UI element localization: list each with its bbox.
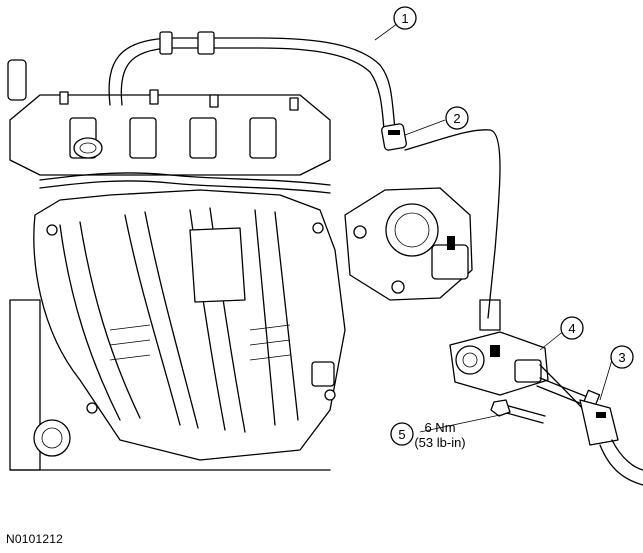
torque-lbin: (53 lb-in): [414, 435, 465, 450]
figure-id: N0101212: [6, 532, 63, 546]
bolt: [490, 399, 546, 424]
engine-block: [7, 59, 331, 471]
callout-1: 1: [393, 6, 417, 30]
purge-valve: [449, 331, 601, 411]
callout-5-number: 5: [398, 427, 405, 442]
callout-4-number: 4: [568, 321, 575, 336]
electrical-connector: [539, 364, 643, 486]
callout-5: 5 6 Nm (53 lb-in): [390, 420, 466, 450]
vacuum-hose: [404, 129, 501, 331]
torque-nm: 6 Nm: [424, 420, 455, 435]
vent-tube: [108, 31, 407, 151]
callout-3: 3: [610, 345, 634, 369]
callout-3-number: 3: [618, 350, 625, 365]
callout-1-number: 1: [401, 11, 408, 26]
leader-lines: [374, 17, 613, 433]
throttle-body: [344, 187, 473, 301]
callout-2-number: 2: [453, 111, 460, 126]
callout-4: 4: [560, 316, 584, 340]
intake-manifold: [33, 189, 346, 461]
callout-2: 2: [445, 106, 469, 130]
